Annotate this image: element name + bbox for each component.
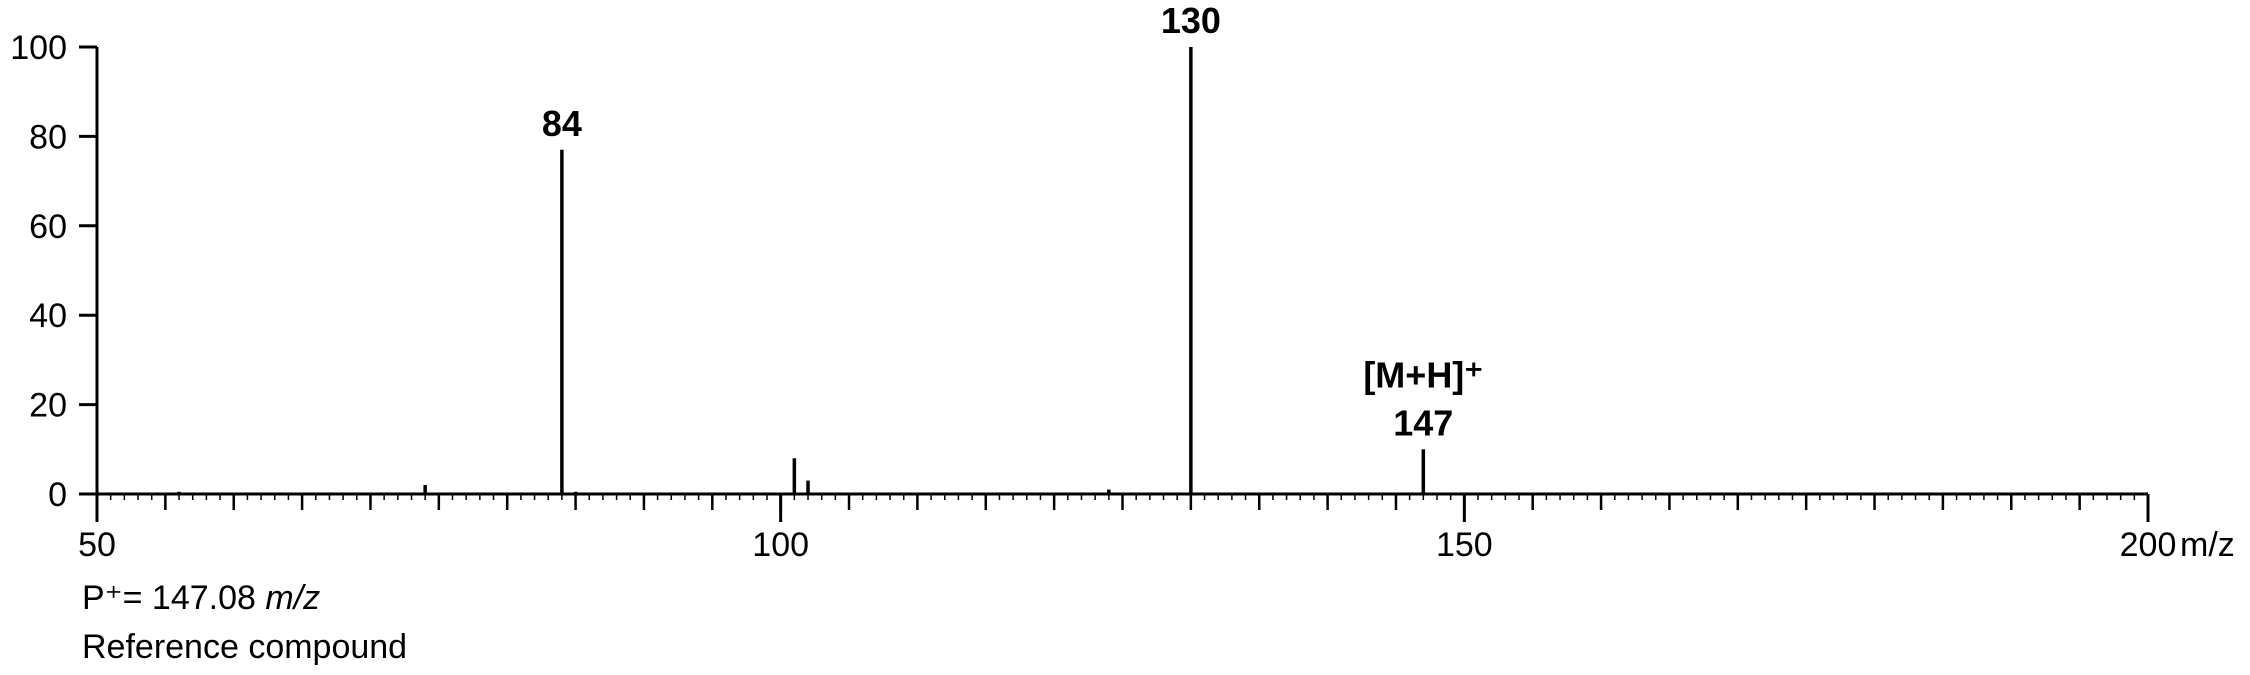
peak-annotation-147: [M+H]⁺ (1363, 354, 1483, 395)
y-tick-label: 80 (29, 118, 67, 156)
precursor-mz-info: P⁺= 147.08 m/z (82, 578, 320, 618)
peak-label-147: 147 (1393, 402, 1453, 443)
x-tick-label: 100 (752, 526, 809, 564)
y-tick-label: 100 (10, 29, 67, 67)
y-tick-label: 20 (29, 387, 67, 425)
precursor-unit: m/z (265, 579, 321, 617)
precursor-value: P⁺= 147.08 (82, 579, 256, 617)
y-tick-label: 60 (29, 208, 67, 246)
x-tick-label: 200 (2120, 526, 2177, 564)
y-tick-label: 40 (29, 297, 67, 335)
peak-label-130: 130 (1161, 0, 1221, 41)
peaks (177, 47, 1426, 494)
x-axis-title: m/z (2180, 526, 2235, 564)
x-tick-label: 50 (78, 526, 116, 564)
x-tick-label: 150 (1436, 526, 1493, 564)
reference-compound-label: Reference compound (82, 628, 408, 666)
peak-label-84: 84 (542, 103, 582, 144)
y-tick-label: 0 (48, 476, 67, 514)
labels: 84 130 147 [M+H]⁺ (542, 0, 1483, 443)
